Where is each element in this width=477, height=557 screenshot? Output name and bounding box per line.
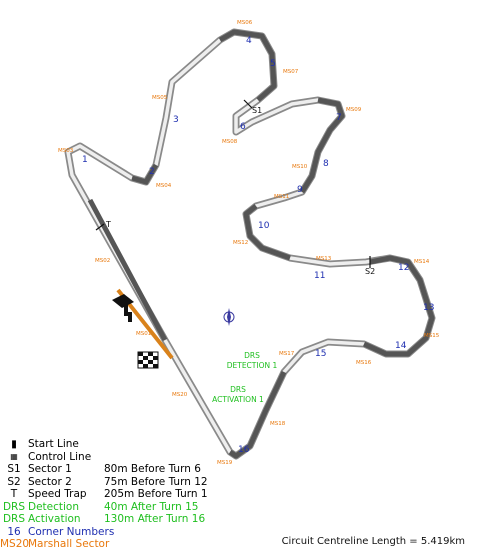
marshall-sector-label: MS02 (95, 258, 110, 264)
legend-desc: 205m Before Turn 1 (104, 488, 208, 500)
legend-row: S2 Sector 2 75m Before Turn 12 (0, 475, 208, 489)
marshall-sector-label: MS04 (156, 183, 172, 189)
sector-segment (131, 163, 159, 185)
marshall-sector-label: MS06 (237, 20, 253, 26)
corner-number: 7 (336, 113, 342, 123)
compass-icon (223, 308, 235, 326)
corner-number: 12 (398, 263, 409, 273)
marshall-sector-label: MS11 (274, 194, 289, 200)
legend-label: Sector 2 (28, 475, 72, 488)
marshall-sector-label: MS09 (346, 107, 362, 113)
corner-number: 6 (240, 122, 246, 132)
marshall-sector-label: MS12 (233, 240, 248, 246)
marshall-sector-label: MS18 (270, 421, 286, 427)
drs-activation-line1: DRS (230, 385, 246, 394)
marshall-sector-label: MS19 (217, 460, 233, 466)
legend-label: Marshall Sector (28, 538, 110, 550)
corner-number: 5 (270, 59, 276, 69)
corner-number: 10 (258, 221, 270, 231)
marshall-sector-label: MS15 (424, 333, 440, 339)
legend-row: ▮ Start Line (0, 438, 208, 451)
chequered-flag-icon (137, 351, 159, 369)
marshall-sector-label: MS20 (172, 392, 188, 398)
corner-number: 4 (246, 36, 252, 46)
legend-symbol: T (10, 488, 18, 500)
marshall-sector-label: MS07 (283, 69, 299, 75)
legend-desc: 40m After Turn 15 (104, 500, 199, 513)
corner-number: 14 (395, 341, 407, 351)
marshall-sector-label: MS10 (292, 164, 308, 170)
legend-label: Detection (28, 500, 80, 513)
corner-number: 13 (423, 303, 434, 313)
legend-label: Control Line (28, 450, 92, 463)
corner-number: 16 (238, 445, 250, 455)
legend-row: T Speed Trap 205m Before Turn 1 (0, 488, 208, 501)
sector-segment (243, 204, 291, 261)
circuit-length: Circuit Centreline Length = 5.419km (281, 536, 465, 547)
legend-symbol: S2 (7, 475, 21, 488)
track-outline (64, 28, 436, 460)
sector-segment (228, 370, 287, 459)
legend-row: S1 Sector 1 80m Before Turn 6 (0, 463, 208, 476)
marshall-sector-label: MS01 (136, 331, 151, 337)
sector-segment (87, 198, 168, 342)
corner-number: 11 (314, 271, 325, 281)
start-line-icon (112, 294, 134, 322)
corner-number: 1 (82, 155, 88, 165)
marshall-sector-label: MS08 (222, 139, 238, 145)
control-line-icon: ▦ (10, 451, 18, 461)
legend-symbol: MS20 (0, 538, 30, 550)
legend-symbol: DRS (2, 513, 26, 525)
corner-number: 15 (315, 349, 326, 359)
drs-detection-line2: DETECTION 1 (227, 361, 278, 370)
drs-detection-line1: DRS (244, 351, 260, 360)
marshall-sector-label: MS14 (414, 259, 430, 265)
sector1-marker (243, 99, 253, 109)
legend-desc: 130m After Turn 16 (104, 513, 206, 525)
s1-label: S1 (252, 106, 262, 115)
legend: ▮ Start Line ▦ Control Line S1 Sector 1 80m … (0, 438, 208, 551)
corner-number: 2 (149, 167, 155, 177)
legend-symbol: 16 (7, 525, 21, 538)
legend-label: Activation (28, 513, 81, 525)
track-surface (66, 30, 434, 458)
sector-segment (362, 255, 435, 357)
legend-label: Speed Trap (28, 488, 87, 500)
legend-desc: 80m Before Turn 6 (104, 463, 201, 475)
corner-number: 3 (173, 115, 179, 125)
marshall-sector-label: MS03 (58, 148, 74, 154)
marshall-sector-label: MS16 (356, 360, 372, 366)
legend-desc: 75m Before Turn 12 (104, 475, 208, 488)
t-label: T (105, 220, 111, 229)
corner-number: 9 (297, 185, 303, 195)
sector-segment (299, 97, 345, 194)
start-line-icon: ▮ (11, 438, 17, 450)
sector-segment (218, 29, 277, 102)
marshall-sector-label: MS05 (152, 95, 168, 101)
legend-row: ▦ Control Line (0, 451, 208, 464)
speed-trap-marker (95, 223, 105, 231)
legend-label: Corner Numbers (28, 525, 115, 538)
drs-activation-line2: ACTIVATION 1 (212, 395, 264, 404)
s2-label: S2 (365, 267, 375, 276)
legend-label: Sector 1 (28, 463, 72, 475)
legend-label: Start Line (28, 438, 79, 450)
legend-symbol: DRS (2, 500, 26, 513)
marshall-sector-label: MS13 (316, 256, 332, 262)
legend-symbol: S1 (7, 463, 21, 475)
marshall-sector-label: MS17 (279, 351, 295, 357)
corner-number: 8 (323, 159, 329, 169)
legend-row: 16 Corner Numbers (0, 526, 208, 539)
